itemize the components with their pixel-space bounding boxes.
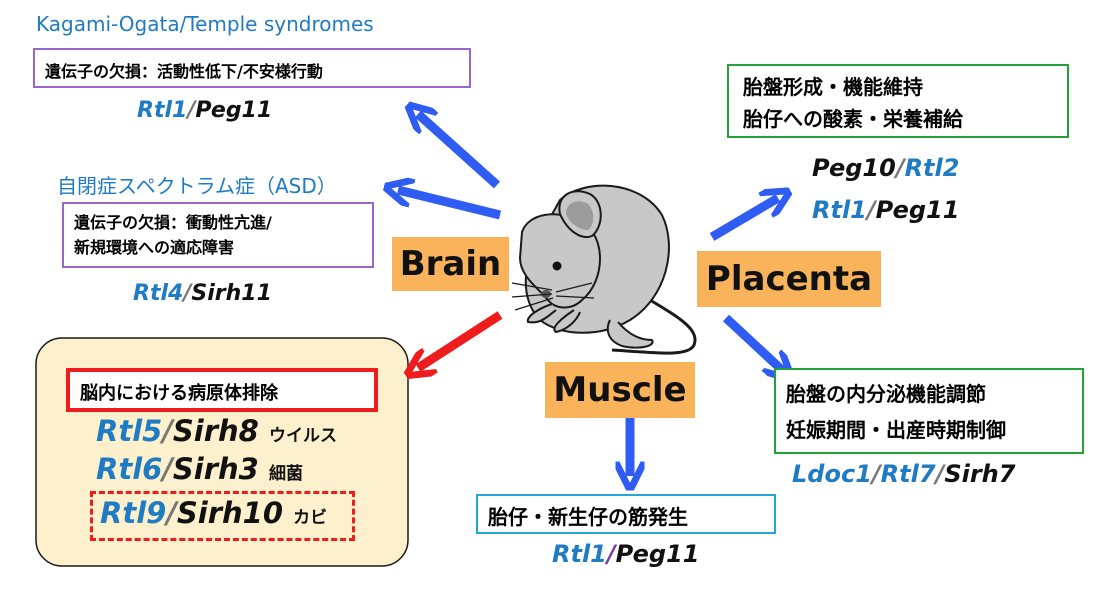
gene-rtl5: Rtl5 <box>96 414 163 448</box>
gene-separator: / <box>935 460 945 488</box>
immune-title: 脳内における病原体排除 <box>80 383 278 404</box>
placenta-endocrine-line1: 胎盤の内分泌機能調節 <box>786 382 986 406</box>
immune-fungi-dashed-box <box>90 491 355 541</box>
kagami-gene-label: Rtl1/Peg11 <box>137 98 272 123</box>
gene-separator: / <box>162 414 173 448</box>
asd-deletion-line2: 新規環境への適応障害 <box>74 238 235 257</box>
gene-separator: / <box>606 540 616 568</box>
kagami-ogata-title: Kagami-Ogata/Temple syndromes <box>36 12 374 36</box>
placenta-formation-line2: 胎仔への酸素・栄養補給 <box>743 107 963 131</box>
organ-brain: Brain <box>392 237 509 291</box>
placenta-formation-box: 胎盤形成・機能維持 胎仔への酸素・栄養補給 <box>727 64 1069 138</box>
gene-peg11: Peg11 <box>615 540 700 568</box>
pathogen-fungi: カビ <box>293 508 328 528</box>
placenta-endocrine-box: 胎盤の内分泌機能調節 妊娠期間・出産時期制御 <box>774 368 1084 454</box>
organ-muscle: Muscle <box>545 362 695 418</box>
gene-rtl9: Rtl9 <box>100 496 167 530</box>
gene-separator: / <box>162 452 173 486</box>
arrow-to-asd <box>398 190 502 220</box>
gene-sirh7: Sirh7 <box>944 460 1016 488</box>
gene-rtl4: Rtl4 <box>133 281 184 306</box>
gene-rtl1: Rtl1 <box>552 540 607 568</box>
gene-separator: / <box>166 496 177 530</box>
gene-separator: / <box>895 154 905 182</box>
arrow-to-immune <box>418 311 503 368</box>
immune-row-bacteria: Rtl6/Sirh3 細菌 <box>96 452 303 486</box>
placenta-endocrine-line2: 妊娠期間・出産時期制御 <box>786 418 1006 442</box>
gene-separator: / <box>183 281 192 306</box>
gene-peg11: Peg11 <box>875 196 960 224</box>
placenta-formation-line1: 胎盤形成・機能維持 <box>743 75 923 99</box>
gene-rtl7: Rtl7 <box>880 460 936 488</box>
asd-title: 自閉症スペクトラム症（ASD） <box>57 174 337 198</box>
kagami-deletion-box: 遺伝子の欠損：活動性低下/不安様行動 <box>33 48 471 88</box>
mouse-illustration <box>511 184 697 355</box>
gene-rtl6: Rtl6 <box>96 452 163 486</box>
gene-rtl2: Rtl2 <box>904 154 960 182</box>
immune-title-box: 脳内における病原体排除 <box>66 368 378 412</box>
muscle-development-box: 胎仔・新生仔の筋発生 <box>476 494 776 534</box>
placenta-gene-label-1: Peg10/Rtl2 <box>812 154 959 182</box>
immune-row-fungi: Rtl9/Sirh10 カビ <box>100 496 327 530</box>
gene-sirh11: Sirh11 <box>191 281 272 306</box>
gene-peg10: Peg10 <box>812 154 896 182</box>
muscle-gene-label: Rtl1/Peg11 <box>552 540 699 568</box>
arrow-to-placenta-bottom <box>722 314 782 370</box>
asd-deletion-line1: 遺伝子の欠損：衝動性亢進/ <box>74 213 272 232</box>
arrow-to-kagami <box>418 114 501 189</box>
gene-sirh8: Sirh8 <box>172 414 259 448</box>
placenta-gene-label-2: Rtl1/Peg11 <box>812 196 959 224</box>
placenta-gene-label-3: Ldoc1/Rtl7/Sirh7 <box>792 460 1015 488</box>
gene-rtl1: Rtl1 <box>137 98 188 123</box>
organ-placenta: Placenta <box>697 251 881 307</box>
muscle-development-text: 胎仔・新生仔の筋発生 <box>488 505 688 529</box>
pathogen-virus: ウイルス <box>268 426 337 446</box>
gene-rtl1: Rtl1 <box>812 196 867 224</box>
gene-peg11: Peg11 <box>195 98 273 123</box>
gene-separator: / <box>871 460 881 488</box>
pathogen-bacteria: 細菌 <box>268 464 303 484</box>
asd-deletion-box: 遺伝子の欠損：衝動性亢進/ 新規環境への適応障害 <box>62 202 374 268</box>
gene-sirh3: Sirh3 <box>172 452 259 486</box>
gene-ldoc1: Ldoc1 <box>792 460 872 488</box>
gene-sirh10: Sirh10 <box>176 496 284 530</box>
gene-separator: / <box>866 196 876 224</box>
asd-gene-label: Rtl4/Sirh11 <box>133 281 272 306</box>
gene-separator: / <box>187 98 196 123</box>
kagami-deletion-text: 遺伝子の欠損：活動性低下/不安様行動 <box>45 62 323 81</box>
immune-row-virus: Rtl5/Sirh8 ウイルス <box>96 414 337 448</box>
arrow-to-placenta-top <box>709 198 778 241</box>
